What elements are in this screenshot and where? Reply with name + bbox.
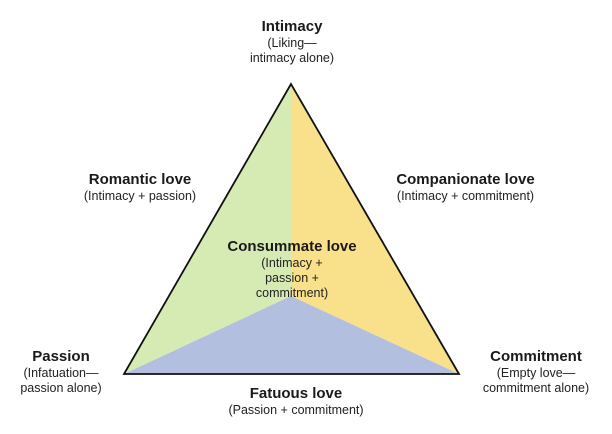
- fatuous-love-region: [124, 296, 459, 374]
- passion-sub-line-1: (Infatuation—: [23, 366, 99, 380]
- passion-sub-line-2: passion alone): [20, 381, 102, 395]
- triangle-outline: [122, 82, 461, 375]
- commitment-sub-line-2: commitment alone): [482, 381, 590, 395]
- fatuous-love-title: Fatuous love: [249, 385, 343, 402]
- passion-title: Passion: [32, 348, 90, 365]
- commitment-title: Commitment: [490, 348, 582, 365]
- commitment-vertex-label: Commitment (Empty love— commitment alone…: [466, 348, 606, 396]
- consummate-love-sub-line-2: passion +: [265, 271, 319, 285]
- passion-vertex-label: Passion (Infatuation— passion alone): [6, 348, 116, 396]
- romantic-love-sub: (Intimacy + passion): [83, 189, 197, 203]
- companionate-love-label: Companionate love (Intimacy + commitment…: [378, 171, 553, 204]
- consummate-love-title: Consummate love: [227, 238, 357, 255]
- romantic-love-title: Romantic love: [88, 171, 192, 188]
- consummate-love-label: Consummate love (Intimacy + passion + co…: [212, 238, 372, 301]
- intimacy-vertex-label: Intimacy (Liking— intimacy alone): [222, 18, 362, 66]
- fatuous-love-sub: (Passion + commitment): [228, 403, 364, 417]
- consummate-love-sub-line-1: (Intimacy +: [261, 256, 323, 270]
- fatuous-love-label: Fatuous love (Passion + commitment): [206, 385, 386, 418]
- commitment-sub-line-1: (Empty love—: [496, 366, 576, 380]
- companionate-love-sub: (Intimacy + commitment): [396, 189, 535, 203]
- intimacy-title: Intimacy: [261, 18, 323, 35]
- intimacy-sub-line-1: (Liking—: [267, 36, 317, 50]
- consummate-love-sub-line-3: commitment): [255, 286, 329, 300]
- companionate-love-title: Companionate love: [396, 171, 535, 188]
- romantic-love-label: Romantic love (Intimacy + passion): [60, 171, 220, 204]
- intimacy-sub-line-2: intimacy alone): [249, 51, 335, 65]
